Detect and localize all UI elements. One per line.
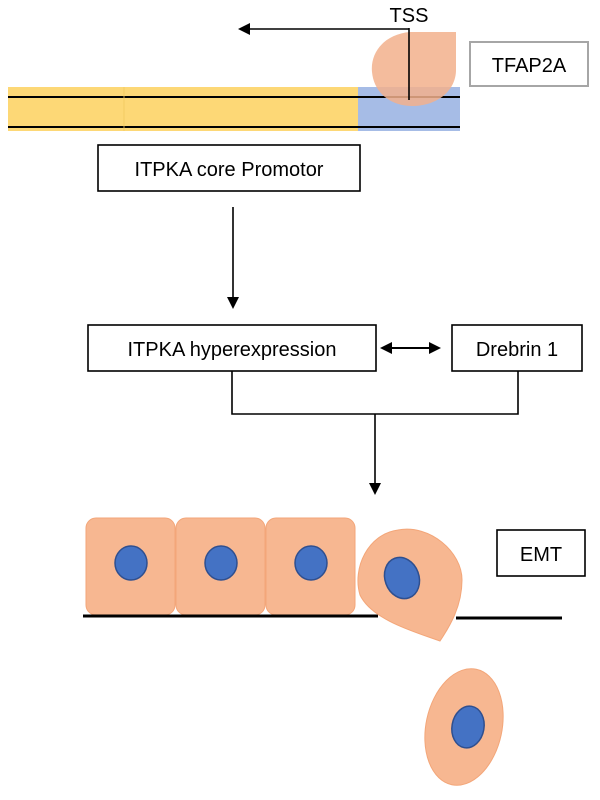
merge-connector [231, 371, 519, 495]
detaching-cell [357, 528, 463, 642]
hyperexpression-box: ITPKA hyperexpression [87, 324, 377, 372]
nucleus-detaching [383, 556, 421, 600]
nucleus-migrating [451, 705, 485, 749]
drebrin-box: Drebrin 1 [451, 324, 583, 372]
emt-label-box: EMT [496, 529, 586, 577]
promoter-label: ITPKA core Promotor [135, 159, 324, 181]
nucleus-3 [294, 545, 328, 581]
nucleus-1 [114, 545, 148, 581]
tfap2a-label-box: TFAP2A [469, 41, 589, 87]
migrating-cell [424, 668, 504, 786]
nucleus-2 [204, 545, 238, 581]
hyperexpression-label: ITPKA hyperexpression [128, 339, 337, 361]
emt-label: EMT [520, 544, 562, 566]
epithelial-cells [85, 517, 356, 616]
tfap2a-label: TFAP2A [492, 55, 567, 77]
tss-label: TSS [390, 5, 429, 27]
tfap2a-binding-blob [371, 32, 456, 106]
tss-arrow: TSS [238, 5, 429, 100]
drebrin-label: Drebrin 1 [476, 339, 558, 361]
promoter-box: ITPKA core Promotor [97, 144, 361, 192]
dna-upstream-segment [8, 87, 360, 131]
